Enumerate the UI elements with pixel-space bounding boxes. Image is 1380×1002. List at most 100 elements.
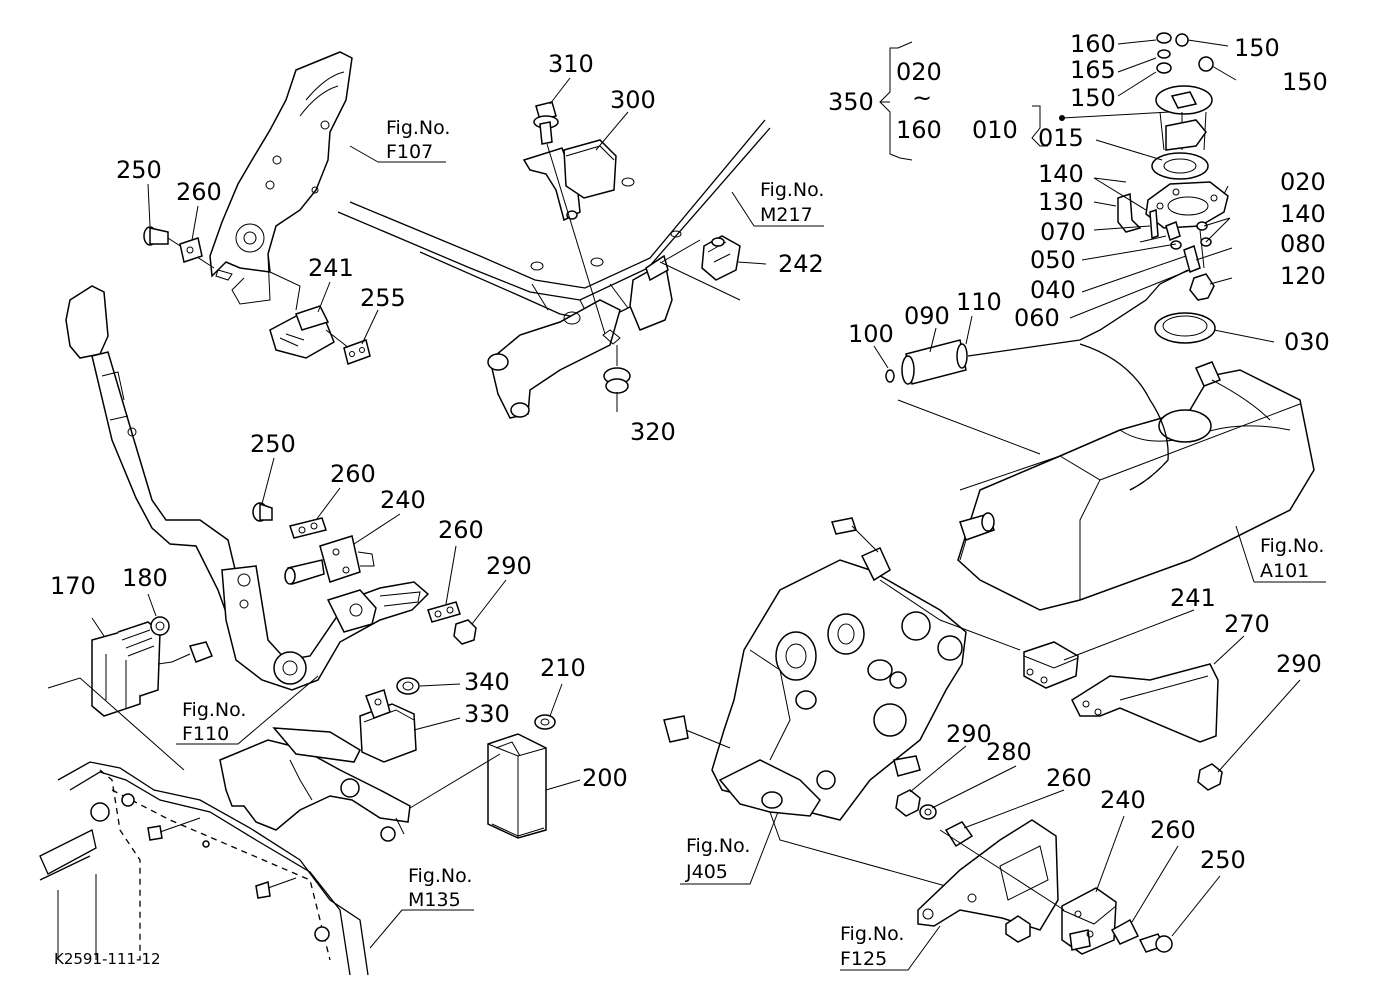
washer-280 (919, 804, 937, 820)
switch-241-right (1023, 641, 1079, 689)
callout-label: 070 (1040, 218, 1086, 246)
callout-label: 260 (330, 460, 376, 488)
svg-text:M135: M135 (408, 889, 461, 911)
callout-label: 050 (1030, 246, 1076, 274)
module-200 (409, 733, 547, 839)
callout-label: 250 (250, 430, 296, 458)
nut-f125 (1005, 915, 1031, 943)
relay-330 (359, 689, 417, 763)
callout-label: 170 (50, 572, 96, 600)
svg-text:Fig.No.: Fig.No. (840, 923, 904, 945)
callout-label: 241 (1170, 584, 1216, 612)
switch-240-mid (284, 535, 375, 585)
switch-240-low (1061, 887, 1117, 955)
svg-text:020: 020 (896, 58, 942, 86)
callout-label: 080 (1280, 230, 1326, 258)
relay-300 (522, 139, 617, 222)
callout-label: 010 (972, 116, 1018, 144)
callout-label: 270 (1224, 610, 1270, 638)
fig-ref-m135: Fig.No. M135 (408, 865, 472, 911)
switch-242 (659, 235, 741, 301)
fig-ref-f107: Fig.No. F107 (386, 117, 450, 163)
callout-label: 241 (308, 254, 354, 282)
callout-label: 150 (1070, 84, 1116, 112)
callout-label: 300 (610, 86, 656, 114)
switch-241-top (269, 305, 355, 359)
grommet-320 (603, 345, 631, 394)
svg-text:M217: M217 (760, 204, 813, 226)
grommet-210 (534, 714, 556, 730)
leader-lines (91, 39, 1326, 971)
callout-label: 150 (1282, 68, 1328, 96)
fig-ref-f110: Fig.No. F110 (182, 699, 246, 745)
callout-label: 260 (1046, 764, 1092, 792)
callout-label: 130 (1038, 188, 1084, 216)
bolt-250-mid (252, 502, 273, 522)
nut-290-right (1197, 763, 1223, 791)
callout-label: 330 (464, 700, 510, 728)
callout-label: 260 (1150, 816, 1196, 844)
callout-label: 260 (176, 178, 222, 206)
fig-ref-a101: Fig.No. A101 (1260, 535, 1324, 582)
callout-labels: 310 300 250 260 241 255 242 320 160 165 … (50, 30, 1330, 874)
callout-label: 090 (904, 302, 950, 330)
svg-text:160: 160 (896, 116, 942, 144)
callout-label: 160 (1070, 30, 1116, 58)
svg-text:Fig.No.: Fig.No. (386, 117, 450, 139)
grommet-340 (396, 677, 420, 695)
svg-text:Fig.No.: Fig.No. (182, 699, 246, 721)
callout-label: 110 (956, 288, 1002, 316)
svg-text:Fig.No.: Fig.No. (408, 865, 472, 887)
svg-text:Fig.No.: Fig.No. (1260, 535, 1324, 557)
callout-label: 120 (1280, 262, 1326, 290)
callout-label: 240 (1100, 786, 1146, 814)
svg-text:Fig.No.: Fig.No. (686, 835, 750, 857)
plate-255 (343, 339, 371, 365)
callout-label: 020 (1280, 168, 1326, 196)
callout-label: 290 (486, 552, 532, 580)
bracket-350: 350 020 ~ 160 (828, 58, 942, 144)
plate-260-top (179, 237, 203, 263)
bolt-310 (533, 101, 606, 335)
svg-text:F107: F107 (386, 141, 433, 163)
svg-text:Fig.No.: Fig.No. (760, 179, 824, 201)
callout-label: 140 (1038, 160, 1084, 188)
plate-260-low2 (1110, 918, 1140, 945)
callout-label: 280 (986, 738, 1032, 766)
fig-ref-j405: Fig.No. J405 (685, 835, 750, 883)
lever-arm (65, 285, 430, 691)
nut-290-low (895, 789, 921, 817)
callout-label: 140 (1280, 200, 1326, 228)
callout-label: 320 (630, 418, 676, 446)
callout-label: 260 (438, 516, 484, 544)
svg-text:F110: F110 (182, 723, 229, 745)
fig-ref-f125: Fig.No. F125 (840, 923, 904, 970)
callout-label: 100 (848, 320, 894, 348)
bolt-250-low (1138, 933, 1173, 953)
bracket-f125 (917, 819, 1059, 931)
fig-ref-m217: Fig.No. M217 (760, 179, 824, 226)
callout-label: 290 (1276, 650, 1322, 678)
svg-text:F125: F125 (840, 948, 887, 970)
nut-290-mid (453, 619, 477, 645)
callout-label: 040 (1030, 276, 1076, 304)
bracket-270 (1071, 663, 1219, 743)
callout-label: 240 (380, 486, 426, 514)
plate-260-mid (289, 517, 327, 539)
grommet-180 (150, 616, 170, 636)
chassis-frame (337, 119, 771, 419)
diagram-code: K2591-111-12 (54, 950, 161, 968)
module-170 (47, 621, 213, 771)
svg-text:J405: J405 (685, 861, 728, 883)
plate-260-mid2 (427, 601, 461, 623)
svg-text:A101: A101 (1260, 560, 1309, 582)
callout-label: 310 (548, 50, 594, 78)
callout-label: 250 (116, 156, 162, 184)
callout-label: 015 (1038, 124, 1084, 152)
fuel-tank-a101 (897, 343, 1315, 611)
callout-label: 165 (1070, 56, 1116, 84)
callout-label: 290 (946, 720, 992, 748)
callout-label: 200 (582, 764, 628, 792)
callout-label: 255 (360, 284, 406, 312)
